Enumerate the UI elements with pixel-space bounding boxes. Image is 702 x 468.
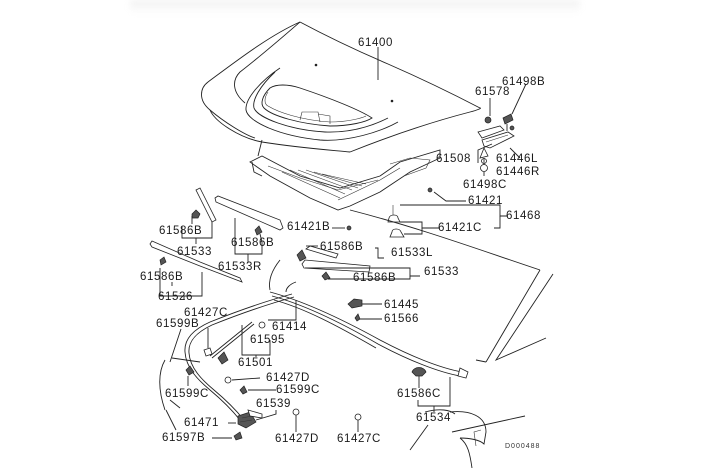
callout-61421[interactable]: 61421	[468, 195, 503, 207]
callout-61599c-left[interactable]: 61599C	[165, 388, 209, 400]
callout-61586c[interactable]: 61586C	[397, 388, 441, 400]
callout-61421c[interactable]: 61421C	[438, 222, 482, 234]
hood-panel-drawing	[201, 21, 481, 157]
callout-61566[interactable]: 61566	[384, 313, 419, 325]
callout-61586b-center[interactable]: 61586B	[231, 237, 275, 249]
callout-61421b[interactable]: 61421B	[287, 221, 331, 233]
callout-61534[interactable]: 61534	[416, 412, 451, 424]
callout-61599c-right[interactable]: 61599C	[276, 384, 320, 396]
callout-61471[interactable]: 61471	[184, 417, 219, 429]
callout-61599b[interactable]: 61599B	[156, 318, 200, 330]
callout-61498c[interactable]: 61498C	[463, 179, 507, 191]
cowl-strips-drawing	[296, 245, 371, 281]
callout-61501[interactable]: 61501	[238, 357, 273, 369]
insulator-clips-drawing	[346, 187, 433, 238]
callout-61533l[interactable]: 61533L	[391, 247, 433, 259]
callout-61578[interactable]: 61578	[475, 86, 510, 98]
hood-insulator-drawing	[249, 149, 441, 211]
leader-lines	[159, 47, 527, 439]
callout-61414[interactable]: 61414	[272, 321, 307, 333]
hood-hinge-drawing	[477, 113, 515, 172]
callout-61533r[interactable]: 61533R	[218, 261, 262, 273]
callout-61586b-front[interactable]: 61586B	[140, 271, 184, 283]
callout-61526[interactable]: 61526	[158, 291, 193, 303]
callout-61498b[interactable]: 61498B	[502, 76, 546, 88]
release-cable-drawing	[159, 293, 362, 441]
callout-61446l[interactable]: 61446L	[496, 153, 538, 165]
callout-61586b-cowl[interactable]: 61586B	[353, 272, 397, 284]
car-body-outline	[269, 209, 554, 468]
callout-61427c-upper[interactable]: 61427C	[184, 307, 228, 319]
callout-61427d-lower[interactable]: 61427D	[275, 433, 319, 445]
windshield-seal-drawing	[269, 291, 469, 379]
scan-edge-shadow	[130, 0, 580, 14]
callout-61400[interactable]: 61400	[358, 37, 393, 49]
callout-61446r[interactable]: 61446R	[496, 166, 540, 178]
callout-61597b[interactable]: 61597B	[162, 432, 206, 444]
callout-61508[interactable]: 61508	[436, 153, 471, 165]
callout-61427c-lower[interactable]: 61427C	[337, 433, 381, 445]
callout-61533-left[interactable]: 61533	[177, 246, 212, 258]
callout-61586b-left[interactable]: 61586B	[159, 225, 203, 237]
drawing-code: D000488	[505, 443, 541, 450]
weatherstrips-drawing	[149, 187, 284, 283]
callout-61586b-cowl-left[interactable]: 61586B	[320, 241, 364, 253]
bumper-stop-drawing	[347, 298, 363, 322]
callout-61539[interactable]: 61539	[256, 398, 291, 410]
callout-61445[interactable]: 61445	[384, 299, 419, 311]
callout-61595[interactable]: 61595	[250, 334, 285, 346]
callout-61468[interactable]: 61468	[506, 210, 541, 222]
callout-61533-cowl[interactable]: 61533	[424, 266, 459, 278]
fender-clip-drawing	[409, 367, 451, 451]
callout-61427d-upper[interactable]: 61427D	[266, 372, 310, 384]
